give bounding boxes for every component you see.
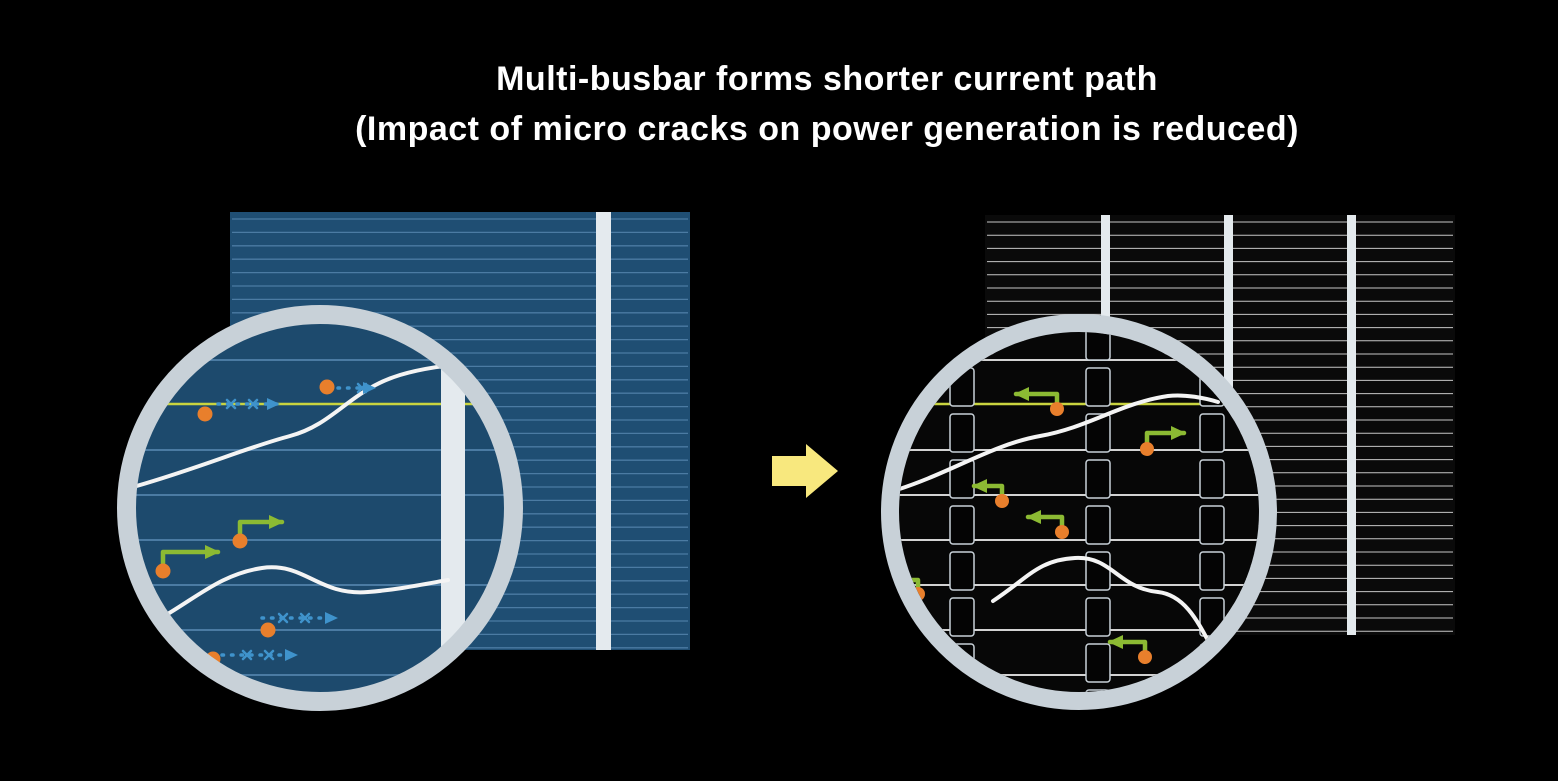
current-path-arrow	[160, 545, 221, 567]
diagram-title: Multi-busbar forms shorter current path …	[96, 55, 1558, 155]
left-magnified-area	[135, 323, 505, 693]
right-magnifier	[881, 314, 1277, 710]
electron-dot	[155, 563, 171, 579]
micro-crack-lower	[991, 555, 1214, 650]
electron-dot	[232, 533, 248, 549]
left-magnifier	[117, 305, 523, 711]
electron-dot	[260, 622, 276, 638]
micro-crack-upper	[899, 393, 1220, 494]
multi-busbar-3	[1347, 215, 1356, 635]
electron-dot	[1140, 442, 1154, 456]
short-current-path-arrow	[971, 479, 1005, 497]
blocked-path-x-marks	[225, 398, 259, 410]
micro-crack-lower	[140, 565, 450, 630]
current-path-arrow	[237, 515, 285, 537]
electron-dot	[1055, 525, 1069, 539]
short-current-path-arrow	[1025, 510, 1065, 528]
micro-crack-upper	[135, 364, 445, 489]
transition-arrow-icon	[772, 444, 838, 498]
electron-dot	[197, 406, 213, 422]
electron-dot	[1050, 402, 1064, 416]
blocked-path-x-marks	[277, 612, 311, 624]
conventional-busbar	[596, 212, 611, 650]
short-current-path-arrow	[1013, 387, 1060, 405]
title-line-1: Multi-busbar forms shorter current path	[496, 60, 1158, 98]
magnifier-ring-icon	[881, 314, 1277, 710]
magnifier-ring-icon	[117, 305, 523, 711]
title-line-2: (Impact of micro cracks on power generat…	[355, 109, 1299, 148]
blocked-path-x-marks	[356, 382, 368, 394]
right-magnified-area	[899, 332, 1259, 692]
electron-dot	[319, 379, 335, 395]
electron-dot	[995, 494, 1009, 508]
short-current-path-arrow	[1107, 635, 1148, 653]
blocked-path-x-marks	[241, 649, 275, 661]
electron-dot	[1138, 650, 1152, 664]
short-current-path-arrow	[1144, 426, 1187, 445]
